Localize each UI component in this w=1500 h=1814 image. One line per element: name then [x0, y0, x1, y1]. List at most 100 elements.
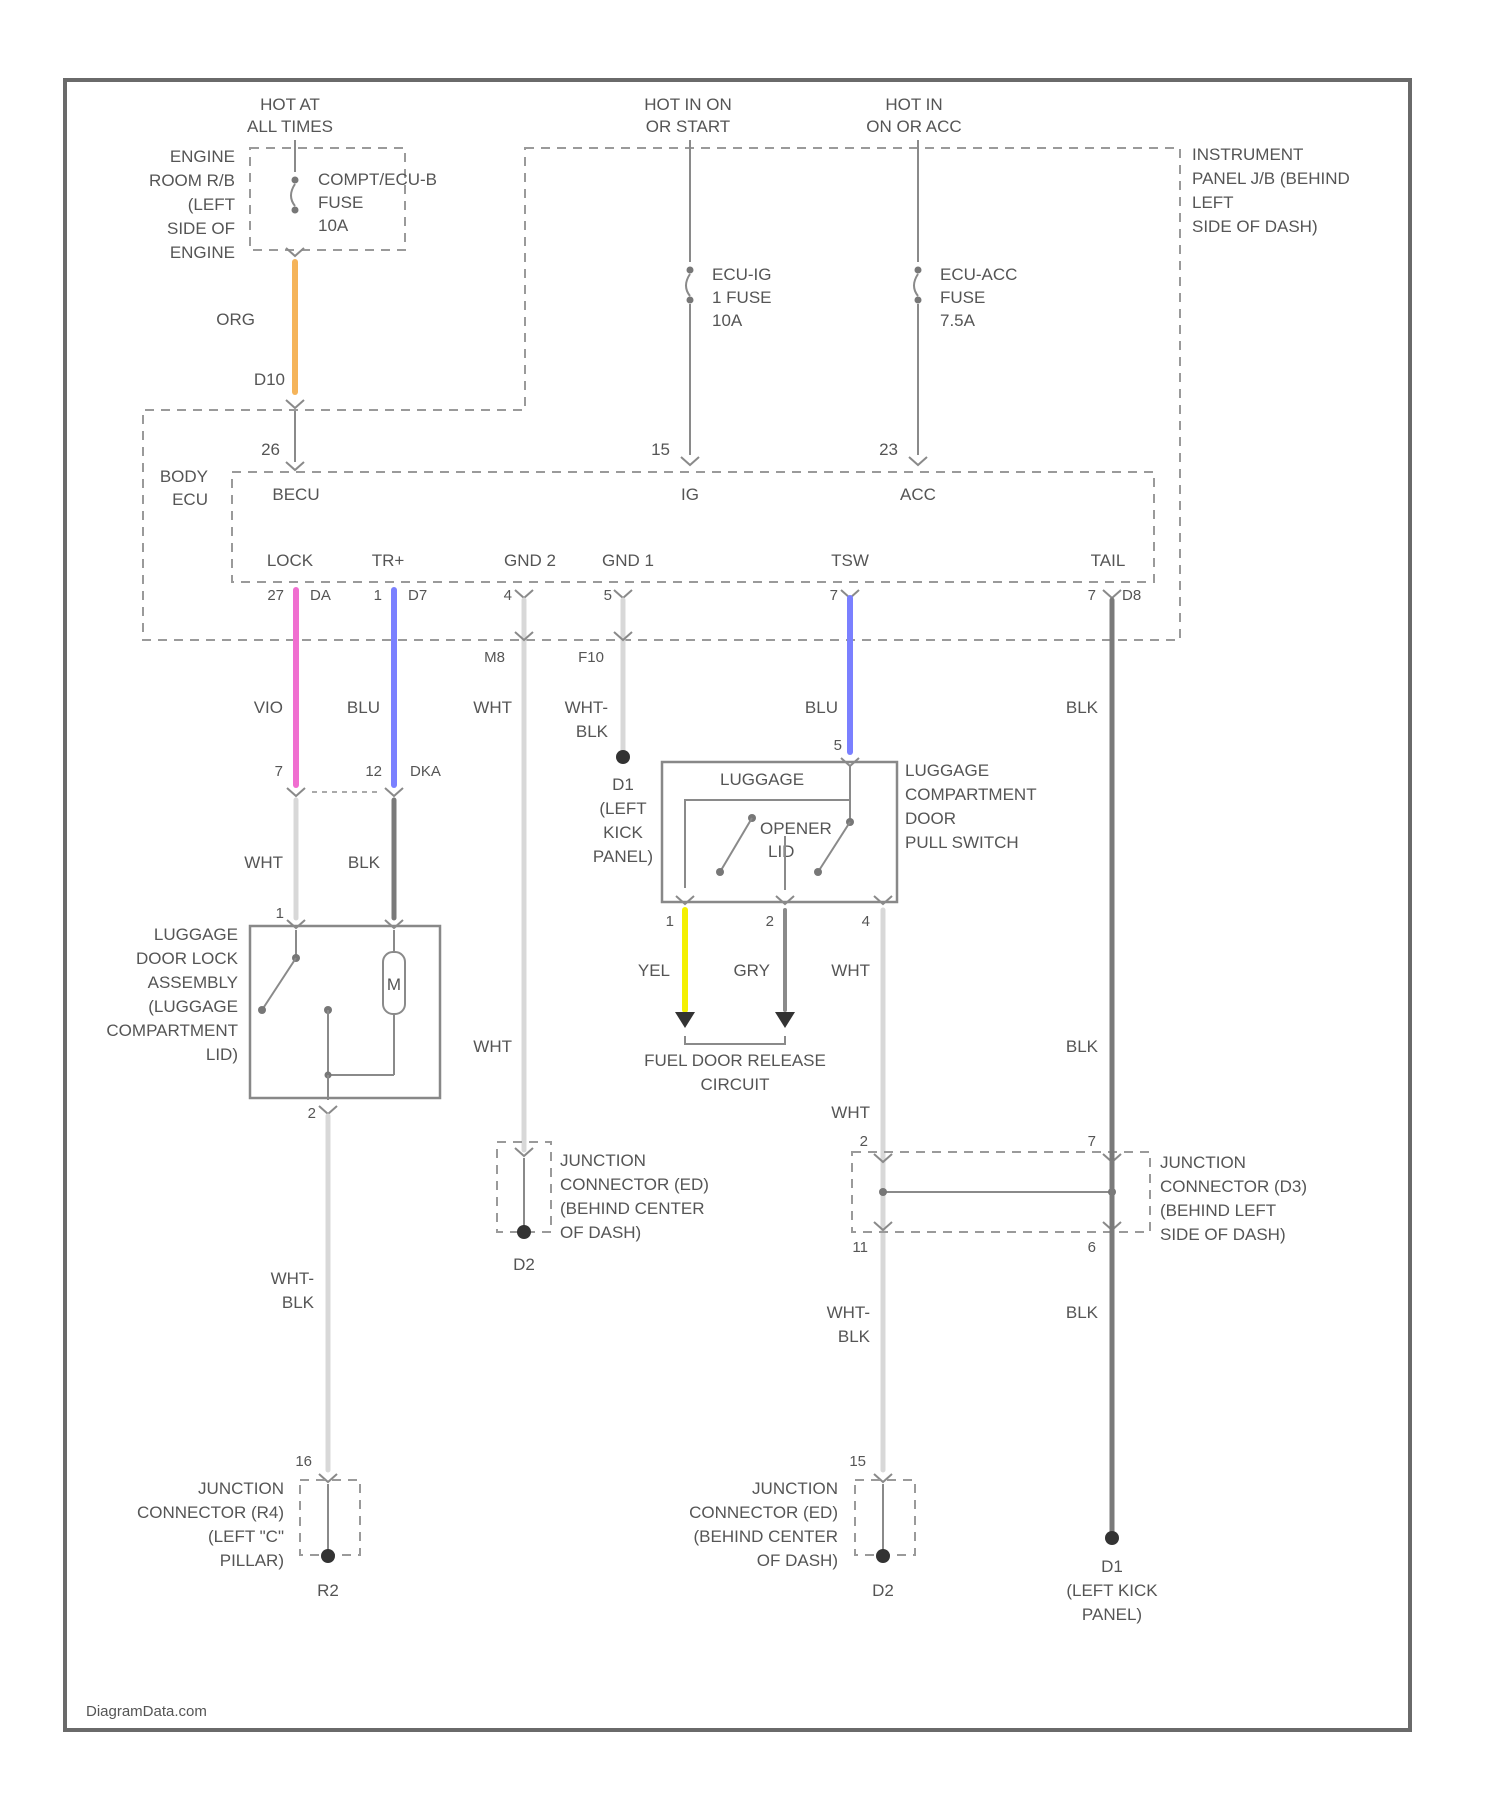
pin-gnd1: 5 [604, 587, 612, 604]
connector-mark-d10 [286, 400, 304, 408]
fuel-door-l2: CIRCUIT [701, 1075, 770, 1094]
connector-mark-acc [909, 457, 927, 465]
wire-label-blu-1: BLU [347, 698, 380, 717]
jd3-l2: CONNECTOR (D3) [1160, 1177, 1307, 1196]
pin-assy-2: 2 [308, 1105, 316, 1122]
jd3-l3: (BEHIND LEFT [1160, 1201, 1276, 1220]
assy-l3: ASSEMBLY [148, 973, 238, 992]
lsw-l2: COMPARTMENT [905, 785, 1037, 804]
lock-switch-blade [262, 958, 296, 1010]
ground-d1-bottom-label: D1 (LEFT KICK PANEL) [1066, 1557, 1158, 1624]
connector-mark-b12 [385, 788, 403, 796]
wire-label-wht-2: WHT [473, 698, 512, 717]
switch-opener-1: OPENER [760, 819, 832, 838]
wire-label-blu-2: BLU [805, 698, 838, 717]
fuse-compt-dot-2 [292, 207, 299, 214]
ecu-pin-ig: IG [681, 485, 699, 504]
junction-ed-lower-box [855, 1480, 915, 1555]
pin-r4: 16 [295, 1453, 312, 1470]
jedu-l2: CONNECTOR (ED) [560, 1175, 709, 1194]
pin-tail: 7 [1088, 587, 1096, 604]
switch-contact-2 [258, 1006, 266, 1014]
junction-r4-label: JUNCTION CONNECTOR (R4) (LEFT "C" PILLAR… [137, 1479, 284, 1570]
ground-r2-label: R2 [317, 1581, 339, 1600]
erb-line-4: SIDE OF [167, 219, 235, 238]
erb-line-5: ENGINE [170, 243, 235, 262]
ecu-pin-tsw: TSW [831, 551, 869, 570]
jd3-l1: JUNCTION [1160, 1153, 1246, 1172]
wire-id-m8: M8 [484, 649, 505, 666]
fuse-ig-dot [687, 267, 694, 274]
wire-label-wht-5: WHT [831, 1103, 870, 1122]
assy-l6: LID) [206, 1045, 238, 1064]
pin-v7: 7 [275, 763, 283, 780]
ipjb-line-2: PANEL J/B (BEHIND [1192, 169, 1350, 188]
arrow-yel [675, 1012, 695, 1028]
connector-mark-ig [681, 457, 699, 465]
jedl-l2: CONNECTOR (ED) [689, 1503, 838, 1522]
wire-label-org: ORG [216, 310, 255, 329]
junction-d3-label: JUNCTION CONNECTOR (D3) (BEHIND LEFT SID… [1160, 1153, 1307, 1244]
fuse-ig-dot-2 [687, 297, 694, 304]
conn-ig-pin: 15 [651, 440, 670, 459]
jr4-l1: JUNCTION [198, 1479, 284, 1498]
pin-ed-lower: 15 [849, 1453, 866, 1470]
jedu-l3: (BEHIND CENTER [560, 1199, 705, 1218]
wire-label-blk-3: BLK [1066, 1037, 1099, 1056]
power-source-on-acc: HOT IN ON OR ACC [866, 95, 961, 136]
fuse-ig-label-3: 10A [712, 311, 743, 330]
fuse-compt-dot [292, 177, 299, 184]
jd3-node-left [879, 1188, 887, 1196]
connector-mark-26 [286, 462, 304, 470]
ground-d2-icon [517, 1225, 531, 1239]
ecu-pin-gnd2: GND 2 [504, 551, 556, 570]
junction-ed-upper-label: JUNCTION CONNECTOR (ED) (BEHIND CENTER O… [560, 1151, 709, 1242]
fuse-ig-label-2: 1 FUSE [712, 288, 772, 307]
motor-label: M [387, 975, 401, 994]
ground-r2-icon [321, 1549, 335, 1563]
conn-acc-pin: 23 [879, 440, 898, 459]
wire-label-blk-1: BLK [348, 853, 381, 872]
ground-d2-bottom-icon [876, 1549, 890, 1563]
power-source-all-times: HOT AT ALL TIMES [247, 95, 333, 136]
ecu-pin-tail: TAIL [1091, 551, 1126, 570]
pin-jd3-7: 7 [1088, 1133, 1096, 1150]
conn-tr: D7 [408, 587, 427, 604]
pin-tsw: 7 [830, 587, 838, 604]
lock-assembly-label: LUGGAGE DOOR LOCK ASSEMBLY (LUGGAGE COMP… [106, 925, 238, 1064]
conn-lock: DA [310, 587, 331, 604]
junction-ed-lower-label: JUNCTION CONNECTOR (ED) (BEHIND CENTER O… [689, 1479, 838, 1570]
power-source-on-start: HOT IN ON OR START [644, 95, 732, 136]
jedu-l1: JUNCTION [560, 1151, 646, 1170]
gd1m-l3: KICK [603, 823, 643, 842]
fuse-compt-label-2: FUSE [318, 193, 363, 212]
lsw-l1: LUGGAGE [905, 761, 989, 780]
junction-r4-box [300, 1480, 360, 1555]
fuse-acc-label-1: ECU-ACC [940, 265, 1017, 284]
pin-sw-5: 5 [834, 737, 842, 754]
ground-d1-bottom-icon [1105, 1531, 1119, 1545]
jr4-l2: CONNECTOR (R4) [137, 1503, 284, 1522]
switch-inner-label: LUGGAGE [720, 770, 804, 789]
gd1m-l2: (LEFT [599, 799, 646, 818]
fuse-acc-label-2: FUSE [940, 288, 985, 307]
jd3-l4: SIDE OF DASH) [1160, 1225, 1286, 1244]
fuse-compt-label-3: 10A [318, 216, 349, 235]
ipjb-line-4: SIDE OF DASH) [1192, 217, 1318, 236]
connector-mark-gnd1 [614, 590, 632, 598]
assy-l1: LUGGAGE [154, 925, 238, 944]
fuse-compt-symbol [291, 184, 295, 206]
ecu-pin-acc: ACC [900, 485, 936, 504]
switch-opener-2: LID [768, 842, 794, 861]
ecu-pin-gnd1: GND 1 [602, 551, 654, 570]
power-label-1: HOT AT [260, 95, 320, 114]
pull-contact-2 [814, 868, 822, 876]
lock-assembly-box [250, 926, 440, 1098]
lsw-l3: DOOR [905, 809, 956, 828]
pin-sw-4: 4 [862, 913, 870, 930]
ground-d1-mid-label: D1 (LEFT KICK PANEL) [593, 775, 653, 866]
pin-sw-1: 1 [666, 913, 674, 930]
assy-l5: COMPARTMENT [106, 1021, 238, 1040]
opener-blade-1 [720, 818, 752, 872]
erb-line-2: ROOM R/B [149, 171, 235, 190]
